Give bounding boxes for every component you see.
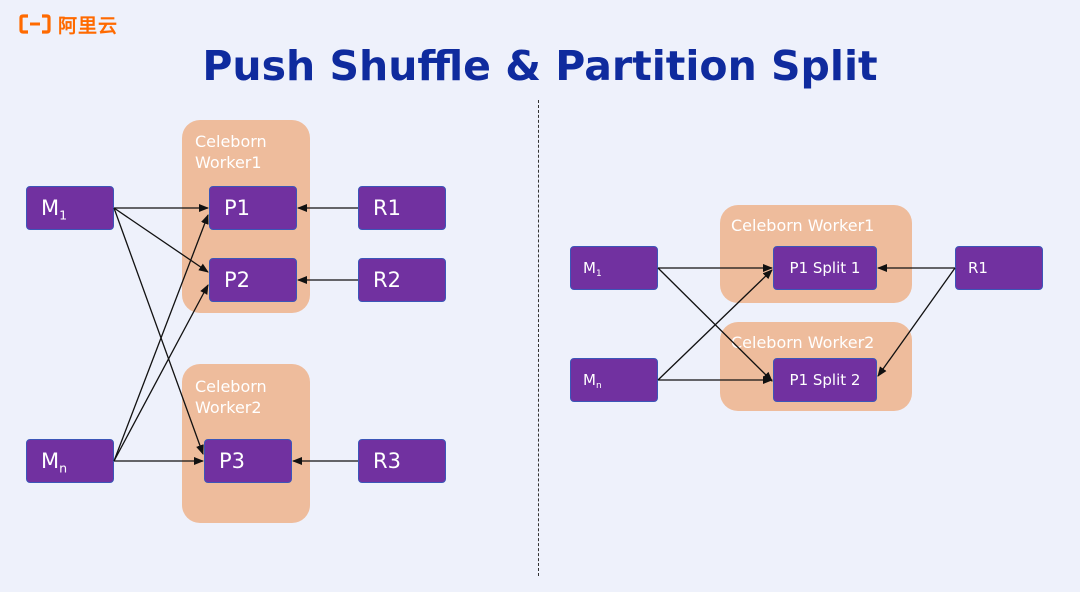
right-mapper-m1-sub: 1 — [595, 269, 602, 280]
right-mapper-m1: M1 — [570, 246, 658, 290]
left-worker2-label-line2: Worker2 — [195, 398, 262, 417]
right-mapper-m1-base: M — [583, 259, 596, 277]
right-reducer-r1: R1 — [955, 246, 1043, 290]
aliyun-logo-icon — [19, 14, 51, 34]
left-mapper-mn-base: M — [41, 449, 60, 473]
left-reducer-r2: R2 — [358, 258, 446, 302]
right-split-2-label: P1 Split 2 — [789, 371, 861, 389]
right-mapper-m1-label: M1 — [583, 259, 602, 280]
arrow-m1-to-p3 — [113, 207, 204, 455]
left-reducer-r3: R3 — [358, 439, 446, 483]
arrow-m1-to-p2 — [113, 207, 209, 273]
arrow-rr1-to-split2 — [877, 267, 956, 377]
arrow-mn-to-p2 — [113, 284, 209, 462]
left-mapper-m1: M1 — [26, 186, 114, 230]
left-reducer-r2-label: R2 — [373, 268, 401, 292]
left-reducer-r1-label: R1 — [373, 196, 401, 220]
left-partition-p3: P3 — [204, 439, 292, 483]
aliyun-logo: 阿里云 — [18, 10, 118, 38]
left-mapper-mn-sub: n — [59, 460, 68, 476]
right-split-2: P1 Split 2 — [773, 358, 877, 402]
right-mapper-mn-label: Mn — [583, 371, 602, 392]
left-partition-p3-label: P3 — [219, 449, 246, 473]
left-mapper-mn: Mn — [26, 439, 114, 483]
left-reducer-r1: R1 — [358, 186, 446, 230]
section-divider — [538, 100, 539, 576]
left-worker1-label-line1: Celeborn — [195, 132, 267, 151]
right-split-1: P1 Split 1 — [773, 246, 877, 290]
right-mapper-mn: Mn — [570, 358, 658, 402]
left-reducer-r3-label: R3 — [373, 449, 401, 473]
left-worker2-label-line1: Celeborn — [195, 377, 267, 396]
left-mapper-m1-label: M1 — [41, 196, 68, 223]
left-partition-p1: P1 — [209, 186, 297, 230]
left-mapper-mn-label: Mn — [41, 449, 68, 476]
arrow-rmn-to-split1 — [657, 269, 773, 381]
arrow-mn-to-p1 — [113, 214, 209, 462]
right-worker1-label: Celeborn Worker1 — [731, 216, 875, 235]
left-partition-p2-label: P2 — [224, 268, 251, 292]
left-mapper-m1-base: M — [41, 196, 60, 220]
slide-title: Push Shuffle & Partition Split — [202, 42, 878, 90]
right-reducer-r1-label: R1 — [968, 259, 988, 277]
left-partition-p2: P2 — [209, 258, 297, 302]
left-mapper-m1-sub: 1 — [59, 207, 68, 223]
right-mapper-mn-sub: n — [595, 381, 602, 392]
right-mapper-mn-base: M — [583, 371, 596, 389]
right-worker2-label: Celeborn Worker2 — [731, 333, 875, 352]
right-split-1-label: P1 Split 1 — [789, 259, 861, 277]
left-partition-p1-label: P1 — [224, 196, 251, 220]
brand-name: 阿里云 — [58, 14, 119, 37]
left-worker1-label-line2: Worker1 — [195, 153, 262, 172]
